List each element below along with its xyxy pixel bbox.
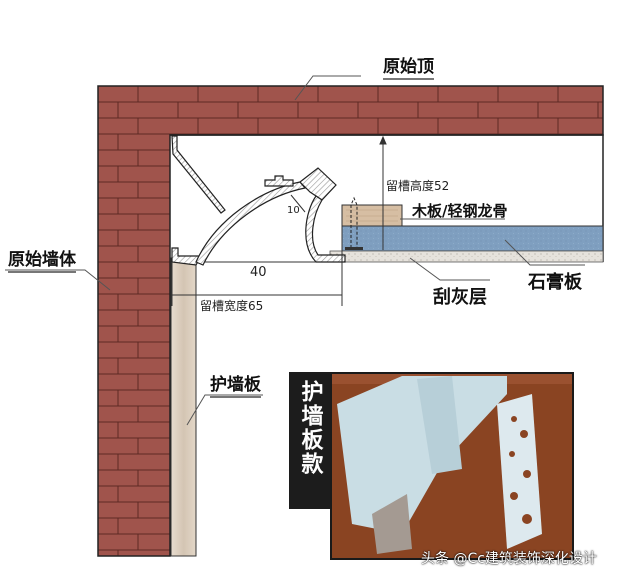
gypsum-board [341, 225, 604, 252]
label-original-ceiling: 原始顶 [383, 52, 434, 80]
dim-lip: 10 [287, 205, 300, 216]
label-scratch-coat: 刮灰层 [433, 287, 487, 308]
label-wainscot: 护墙板 [210, 370, 261, 398]
screw [345, 196, 363, 250]
aluminum-profile [171, 135, 346, 266]
dim-slot-height: 留槽高度52 [386, 179, 450, 193]
label-original-wall: 原始墙体 [8, 245, 76, 273]
label-wood-keel: 木板/轻钢龙骨 [412, 202, 508, 220]
scratch-coat [329, 250, 604, 263]
label-gypsum-board: 石膏板 [528, 272, 582, 293]
photo-tag: 护墙板款 [289, 372, 330, 509]
dim-inner-width: 40 [250, 265, 267, 280]
watermark: 头条 @Cc建筑装饰深化设计 [421, 551, 597, 567]
wainscot-panel [170, 257, 197, 557]
profile-photo-illustration [332, 374, 572, 558]
dim-slot-width: 留槽宽度65 [200, 299, 264, 313]
product-photo [330, 372, 574, 560]
leader-lines [5, 75, 585, 426]
dimension-lines [171, 135, 387, 306]
